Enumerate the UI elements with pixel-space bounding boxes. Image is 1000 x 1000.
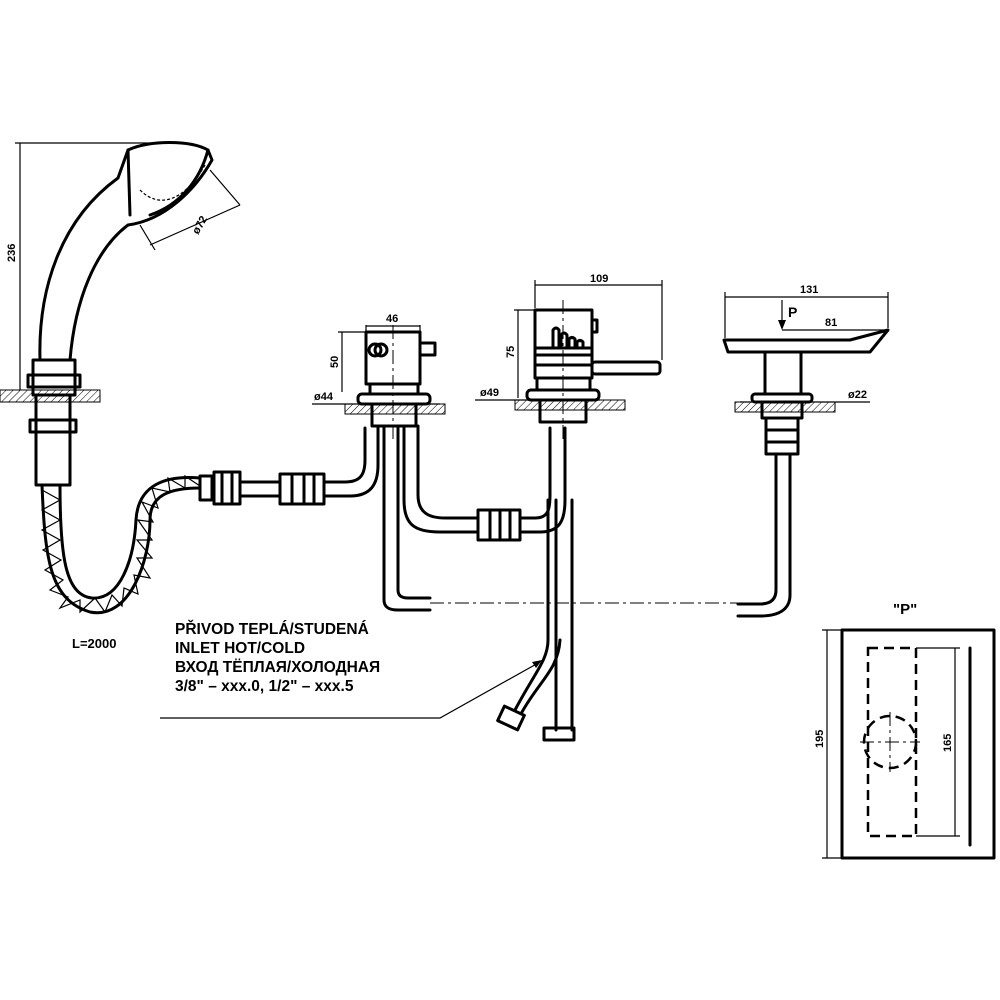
- diverter-valve: 46 50 ø44: [312, 313, 567, 612]
- dim-shower-height: 236: [6, 244, 18, 262]
- dim-mixer-length: 109: [590, 273, 608, 285]
- note-leader: [160, 661, 541, 719]
- dim-mixer-height: 75: [505, 346, 517, 358]
- shower-hose: L=2000: [40, 426, 380, 651]
- dim-spout-reach: 81: [825, 317, 837, 329]
- inlet-note: PŘIVOD TEPLÁ/STUDENÁ INLET HOT/COLD ВХОД…: [175, 620, 380, 696]
- view-p: "P" 195 165: [814, 601, 996, 860]
- hand-shower: 236 ø72: [0, 141, 241, 487]
- note-line-en: INLET HOT/COLD: [175, 640, 306, 657]
- dim-diverter-width: 46: [386, 313, 398, 325]
- dim-mixer-hole: ø49: [480, 387, 499, 399]
- view-marker-p: P: [788, 304, 797, 320]
- view-p-label: "P": [893, 601, 917, 618]
- note-line-ru: ВХОД ТЁПЛАЯ/ХОЛОДНАЯ: [175, 659, 381, 676]
- dim-view-outer-height: 195: [814, 730, 826, 748]
- mixer-valve: 109 75 ø49: [475, 273, 663, 742]
- note-line-sizes: 3/8" – xxx.0, 1/2" – xxx.5: [175, 678, 354, 695]
- dim-spout-length: 131: [800, 284, 818, 296]
- dim-hose-length: L=2000: [72, 636, 116, 651]
- dim-shower-head-diameter: ø72: [190, 214, 210, 236]
- bath-spout: 131 P 81 ø22: [722, 284, 890, 618]
- note-line-cz: PŘIVOD TEPLÁ/STUDENÁ: [175, 621, 369, 638]
- dim-view-inner-height: 165: [942, 734, 954, 752]
- dim-spout-hole: ø22: [848, 389, 867, 401]
- dim-diverter-height: 50: [329, 356, 341, 368]
- dim-diverter-hole: ø44: [314, 391, 334, 403]
